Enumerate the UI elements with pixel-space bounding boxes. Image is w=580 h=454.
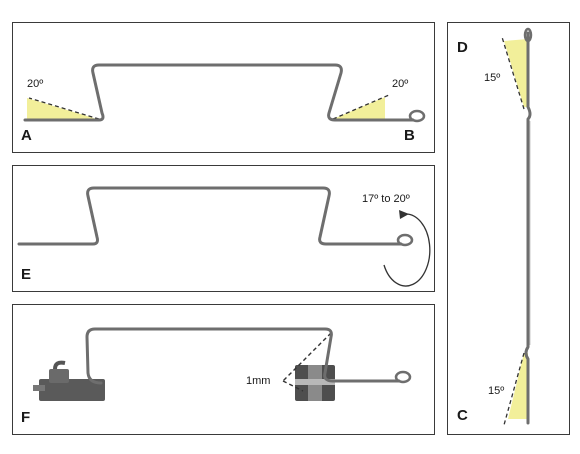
archwire-loop-end (394, 370, 412, 384)
archwire-loop-end (396, 233, 414, 247)
panel-letter-c: C (457, 407, 468, 424)
bracket-left (33, 360, 105, 401)
angle-dashed-line-top (501, 36, 525, 110)
panel-e-drawing (17, 186, 431, 287)
panel-f: 1mm F (12, 304, 435, 435)
angle-dashed-line-right (332, 94, 390, 120)
angle-label-top: 15º (484, 72, 501, 84)
gap-label: 1mm (246, 375, 271, 387)
gap-dashed-line-b (282, 380, 304, 392)
archwire-side-view (524, 31, 532, 425)
angle-label-bottom: 15º (488, 385, 505, 397)
angle-wedge-bottom (508, 353, 528, 419)
rotation-arrow (383, 213, 431, 287)
archwire (17, 186, 403, 246)
angle-dashed-line-bottom (503, 352, 525, 426)
archwire-loop-end-side (523, 27, 533, 43)
archwire-loop-end (408, 109, 426, 123)
panel-letter-f: F (21, 409, 31, 426)
archwire (85, 327, 401, 385)
torque-range-label: 17º to 20º (362, 193, 410, 205)
archwire (23, 63, 415, 122)
panel-letter-b: B (404, 127, 415, 144)
angle-wedge-top (504, 39, 528, 107)
angle-dashed-line-left (28, 97, 100, 120)
panel-letter-d: D (457, 39, 468, 56)
panel-letter-a: A (21, 127, 32, 144)
panel-e: 17º to 20º E (12, 165, 435, 292)
panel-d-c: 15º 15º D C (447, 22, 570, 435)
panel-a-b: 20º 20º A B (12, 22, 435, 153)
angle-label-left: 20º (27, 78, 44, 90)
panel-letter-e: E (21, 266, 32, 283)
bracket-right (295, 365, 335, 401)
panel-a-b-drawing (23, 63, 426, 123)
gap-dashed-line-a (282, 332, 332, 382)
panel-f-drawing (33, 327, 412, 401)
angle-label-right: 20º (392, 78, 409, 90)
panel-d-c-drawing (501, 27, 533, 426)
rotation-arrowhead (399, 210, 409, 219)
